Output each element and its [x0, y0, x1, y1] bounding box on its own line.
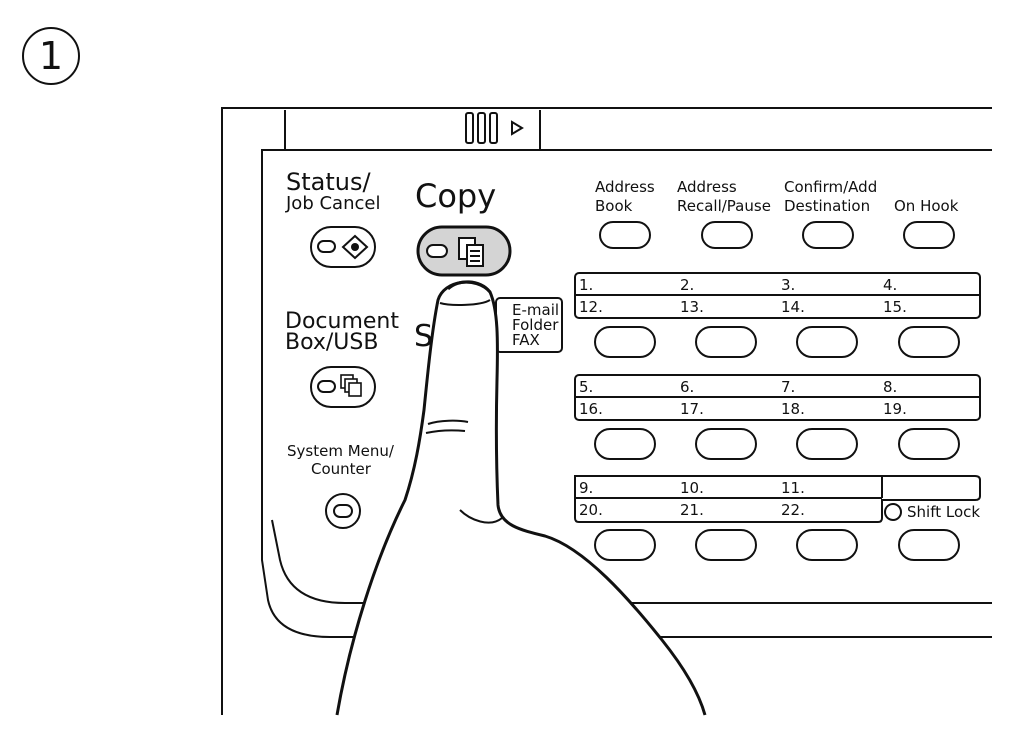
address-recall-label-line1: Address [677, 178, 737, 196]
document-box-usb-button[interactable] [310, 366, 376, 408]
one-touch-key-7-18 [796, 428, 858, 460]
eye-diamond-icon [341, 234, 369, 260]
copy-label: Copy [415, 177, 497, 215]
send-email-label: E-mail [512, 301, 560, 319]
one-touch-key-9-20 [594, 529, 656, 561]
key-label-14: 14. [781, 298, 805, 316]
shift-lock-indicator-icon [884, 503, 902, 521]
send-label-fragment: S [414, 319, 434, 354]
key-label-2: 2. [680, 276, 695, 294]
confirm-add-label-line1: Confirm/Add [784, 178, 878, 196]
key-label-17: 17. [680, 400, 704, 418]
key-label-15: 15. [883, 298, 907, 316]
system-menu-label-line1: System Menu/ [287, 442, 394, 460]
key-label-19: 19. [883, 400, 907, 418]
one-touch-key-2-13 [695, 326, 757, 358]
copy-button[interactable] [416, 225, 512, 277]
key-label-1: 1. [579, 276, 594, 294]
key-label-8: 8. [883, 378, 898, 396]
key-label-9: 9. [579, 479, 594, 497]
on-hook-button [903, 221, 955, 249]
status-label-line2: Job Cancel [286, 193, 381, 214]
status-job-cancel-button[interactable] [310, 226, 376, 268]
document-box-label-line2: Box/USB [285, 330, 379, 355]
shift-lock-button [898, 529, 960, 561]
panel-inner-edge [271, 519, 992, 604]
on-hook-label: On Hook [894, 197, 959, 215]
key-label-4: 4. [883, 276, 898, 294]
system-menu-label-line2: Counter [311, 460, 371, 478]
slider-tab [284, 110, 541, 151]
one-touch-key-11-22 [796, 529, 858, 561]
system-menu-counter-button[interactable] [325, 493, 361, 529]
shift-lock-label: Shift Lock [907, 503, 981, 521]
send-fax-label: FAX [512, 331, 540, 349]
document-box-label-line1: Document [285, 309, 399, 334]
one-touch-key-10-21 [695, 529, 757, 561]
key-label-21: 21. [680, 501, 704, 519]
key-label-7: 7. [781, 378, 796, 396]
confirm-add-label-line2: Destination [784, 197, 871, 215]
copy-icon [458, 237, 484, 267]
one-touch-label-strip-3 [574, 475, 981, 523]
key-label-16: 16. [579, 400, 603, 418]
one-touch-key-3-14 [796, 326, 858, 358]
slider-grip-icon [465, 112, 524, 144]
key-label-3: 3. [781, 276, 796, 294]
key-label-13: 13. [680, 298, 704, 316]
key-label-5: 5. [579, 378, 594, 396]
key-label-12: 12. [579, 298, 603, 316]
key-label-10: 10. [680, 479, 704, 497]
key-label-18: 18. [781, 400, 805, 418]
status-label-line1: Status/ [286, 168, 371, 196]
key-label-11: 11. [781, 479, 805, 497]
key-label-20: 20. [579, 501, 603, 519]
address-recall-label-line2: Recall/Pause [677, 197, 771, 215]
confirm-add-destination-button [802, 221, 854, 249]
step-number-badge: 1 [22, 27, 80, 85]
one-touch-key-8-19 [898, 428, 960, 460]
one-touch-key-6-17 [695, 428, 757, 460]
key-label-6: 6. [680, 378, 695, 396]
send-folder-label: Folder [512, 316, 559, 334]
address-book-label-line1: Address [595, 178, 655, 196]
step-number: 1 [38, 34, 64, 78]
address-book-button [599, 221, 651, 249]
one-touch-key-1-12 [594, 326, 656, 358]
one-touch-key-4-15 [898, 326, 960, 358]
panel-housing-outline [221, 107, 992, 715]
address-book-label-line2: Book [595, 197, 633, 215]
address-recall-pause-button [701, 221, 753, 249]
key-label-22: 22. [781, 501, 805, 519]
one-touch-key-5-16 [594, 428, 656, 460]
document-box-icon [340, 374, 362, 397]
pointing-hand-icon [335, 280, 707, 716]
panel-housing-inner [261, 149, 992, 638]
